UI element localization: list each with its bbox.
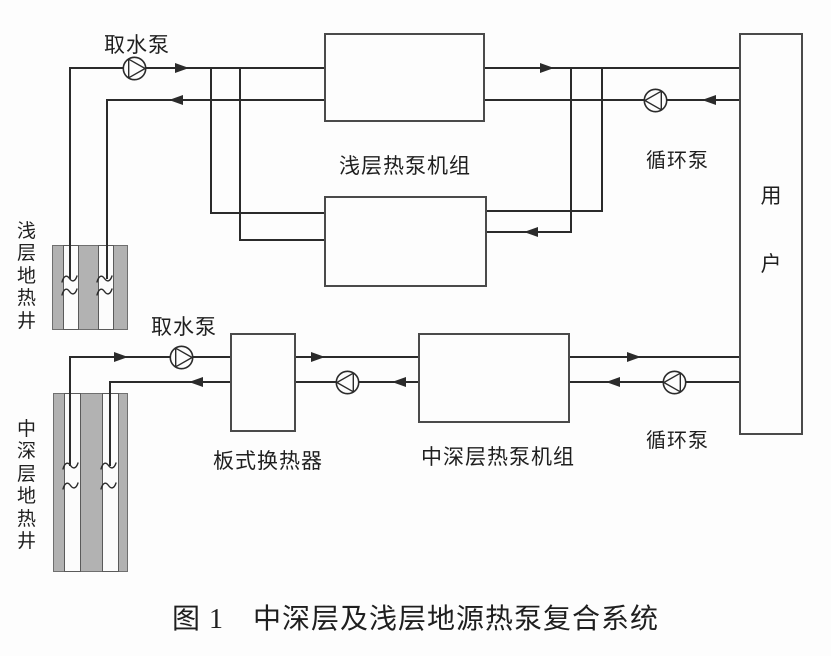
pipe-supply-bottom-right — [569, 356, 740, 358]
pipe-shallow-well-riser-return — [106, 99, 108, 279]
pipe-branch-to-lower-unit-1 — [210, 212, 326, 214]
deep-heat-pump-unit-box — [418, 333, 570, 423]
pipe-branch-vertical-4 — [601, 67, 603, 212]
water-wave-icon — [100, 462, 117, 470]
pipe-branch-vertical-2 — [239, 67, 241, 241]
flow-arrow-right-icon — [627, 352, 641, 362]
pipe-return-top-left — [106, 99, 325, 101]
flow-arrow-left-icon — [392, 377, 406, 387]
plate-heat-exchanger-box — [230, 333, 296, 432]
deep-well-label: 中深层地热井 — [16, 419, 36, 553]
water-wave-icon — [96, 275, 113, 283]
circulation-pump-icon — [662, 370, 687, 395]
flow-arrow-right-icon — [175, 63, 189, 73]
water-wave-icon — [61, 275, 78, 283]
pipe-supply-top-left — [69, 67, 325, 69]
shallow-geothermal-well — [52, 245, 128, 330]
well-channel — [64, 393, 81, 572]
flow-arrow-right-icon — [540, 63, 554, 73]
pipe-lower-unit-out — [486, 210, 603, 212]
user-label: 用户 — [760, 184, 782, 276]
intake-pump-top-label: 取水泵 — [104, 33, 170, 57]
pipe-return-top-right — [485, 99, 740, 101]
flow-arrow-right-icon — [311, 352, 325, 362]
figure-caption: 图 1 中深层及浅层地源热泵复合系统 — [171, 604, 659, 635]
pipe-branch-vertical-3 — [570, 67, 572, 233]
shallow-well-label: 浅层地热井 — [16, 221, 36, 332]
shallow-heat-pump-unit-1-box — [324, 33, 485, 122]
pipe-supply-bottom-left — [69, 356, 231, 358]
flow-arrow-right-icon — [114, 352, 128, 362]
intake-pump-bottom-label: 取水泵 — [151, 315, 217, 339]
heat-exchanger-pump-icon — [335, 370, 360, 395]
flow-arrow-left-icon — [524, 227, 538, 237]
pipe-return-bottom-right — [569, 381, 740, 383]
shallow-heat-pump-unit-label: 浅层热泵机组 — [339, 154, 471, 178]
water-wave-icon — [100, 482, 117, 490]
water-wave-icon — [62, 482, 79, 490]
flow-arrow-left-icon — [169, 95, 183, 105]
circulation-pump-top-label: 循环泵 — [646, 150, 709, 172]
flow-arrow-left-icon — [606, 377, 620, 387]
circulation-pump-icon — [643, 88, 668, 113]
intake-pump-icon — [122, 56, 147, 81]
pipe-supply-top-right — [485, 67, 740, 69]
flow-arrow-left-icon — [702, 95, 716, 105]
pipe-return-bottom-left — [109, 381, 231, 383]
deep-heat-pump-unit-label: 中深层热泵机组 — [421, 445, 575, 469]
well-channel — [63, 245, 79, 330]
plate-heat-exchanger-label: 板式换热器 — [213, 449, 323, 473]
circulation-pump-bottom-label: 循环泵 — [646, 430, 709, 452]
pipe-shallow-well-riser-supply — [69, 67, 71, 279]
intake-pump-icon — [169, 345, 194, 370]
deep-geothermal-well — [53, 393, 128, 572]
pipe-branch-to-lower-unit-2 — [239, 239, 326, 241]
pipe-branch-vertical-1 — [210, 67, 212, 214]
shallow-heat-pump-unit-2-box — [324, 196, 487, 287]
pipe-supply-bottom-mid — [295, 356, 419, 358]
water-wave-icon — [62, 462, 79, 470]
pipe-deep-well-riser-supply — [69, 356, 71, 466]
flow-arrow-left-icon — [189, 377, 203, 387]
water-wave-icon — [61, 288, 78, 296]
pipe-deep-well-riser-return — [109, 381, 111, 466]
user-box — [739, 33, 803, 435]
water-wave-icon — [96, 288, 113, 296]
